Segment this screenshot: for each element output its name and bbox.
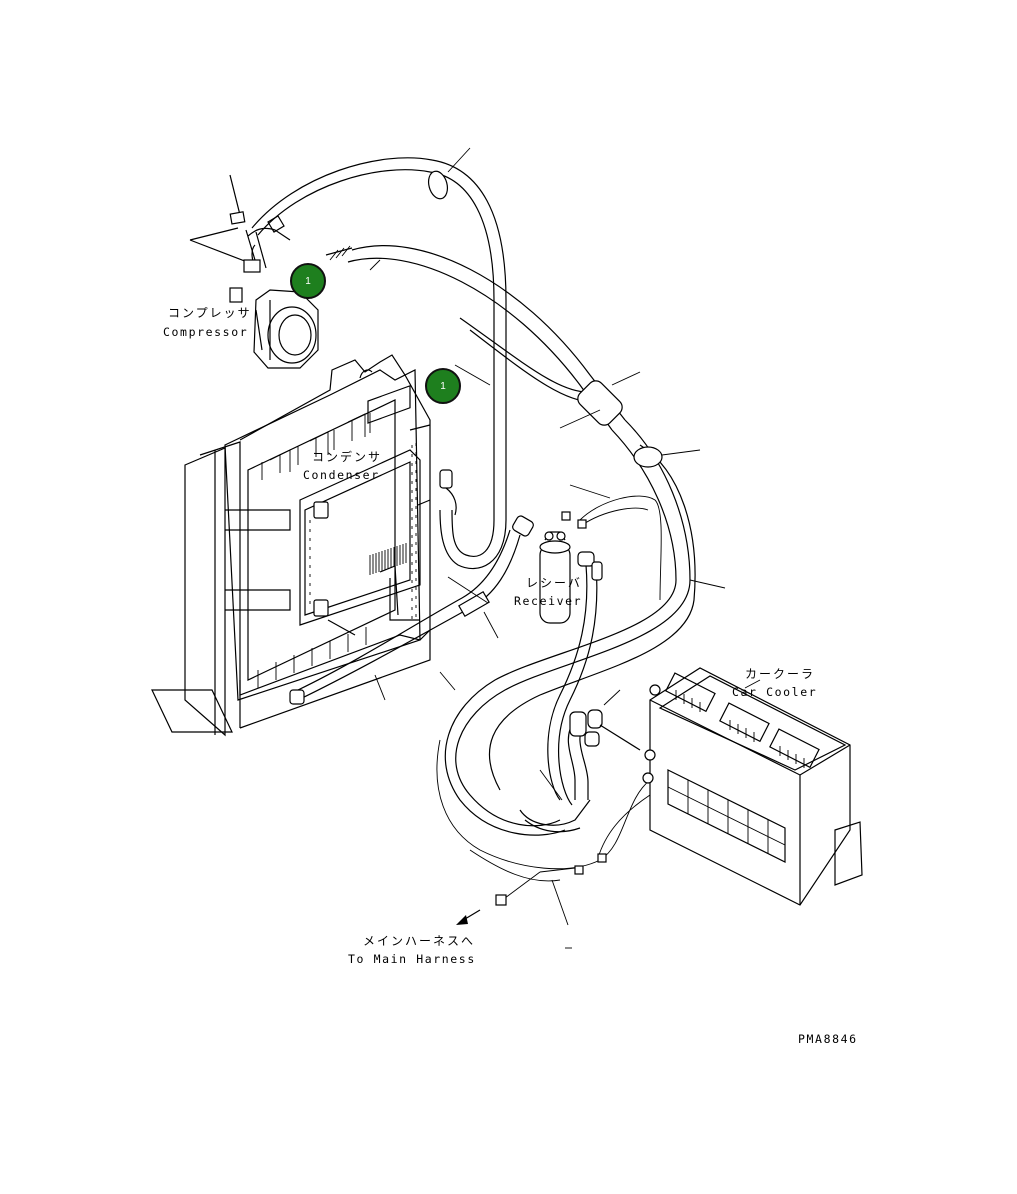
hose-sleeve [458, 590, 490, 618]
compressor-label-en: Compressor [163, 325, 249, 339]
fitting [587, 709, 603, 729]
cooler-vent-grid [667, 769, 786, 863]
fitting [313, 501, 329, 519]
condenser-label-en: Condenser [303, 468, 380, 482]
receiver-label-en: Receiver [514, 594, 583, 608]
leader-lines [369, 259, 491, 386]
service-valve-cap [229, 211, 246, 225]
fitting [313, 599, 329, 617]
wire-connector [577, 519, 587, 529]
hose-clamp-right [633, 446, 663, 468]
wire-connector [561, 511, 571, 521]
fitting [569, 711, 587, 737]
wire-connector [495, 894, 507, 906]
compressor-pulley [267, 306, 317, 364]
fitting [512, 515, 534, 537]
drawing-number: PMA8846 [798, 1032, 858, 1046]
wire-connector [574, 865, 584, 875]
main-hose-to-car-cooler [439, 419, 726, 836]
fitting [243, 259, 261, 273]
car-cooler-unit [642, 667, 863, 906]
compressor-label-jp: コンプレッサ [168, 306, 252, 320]
hose-clamp-top [427, 170, 449, 200]
car-cooler-label-en: Car Cooler [732, 685, 818, 699]
compressor-to-coupler-hose [347, 245, 641, 431]
receiver-outlet-hose [547, 564, 598, 806]
receiver [512, 515, 603, 624]
fitting [591, 561, 603, 581]
receiver-label-jp: レシーバ [526, 576, 582, 590]
big-loop-hose [251, 147, 507, 570]
cooler-hose-fittings [519, 689, 641, 833]
fitting [289, 689, 305, 705]
arrow-icon [456, 915, 468, 925]
compressor [189, 174, 353, 369]
fitting [584, 731, 600, 747]
wire-connector [597, 853, 607, 863]
hose-coupler [577, 380, 623, 426]
condenser-label-jp: コンデンサ [312, 450, 383, 464]
part-callout-1-condenser-hose[interactable]: 1 [425, 368, 461, 404]
condenser-core-grid [367, 384, 411, 424]
fitting [577, 551, 595, 567]
fitting [229, 287, 243, 303]
main-harness-label-en: To Main Harness [348, 952, 476, 966]
car-cooler-label-jp: カークーラ [745, 667, 816, 681]
fitting [439, 469, 453, 489]
wire-harness [436, 484, 662, 949]
cooler-knob [649, 684, 661, 696]
part-callout-1-compressor-hose[interactable]: 1 [290, 263, 326, 299]
main-harness-label-jp: メインハーネスへ [363, 934, 476, 948]
condenser-assembly [151, 354, 457, 737]
